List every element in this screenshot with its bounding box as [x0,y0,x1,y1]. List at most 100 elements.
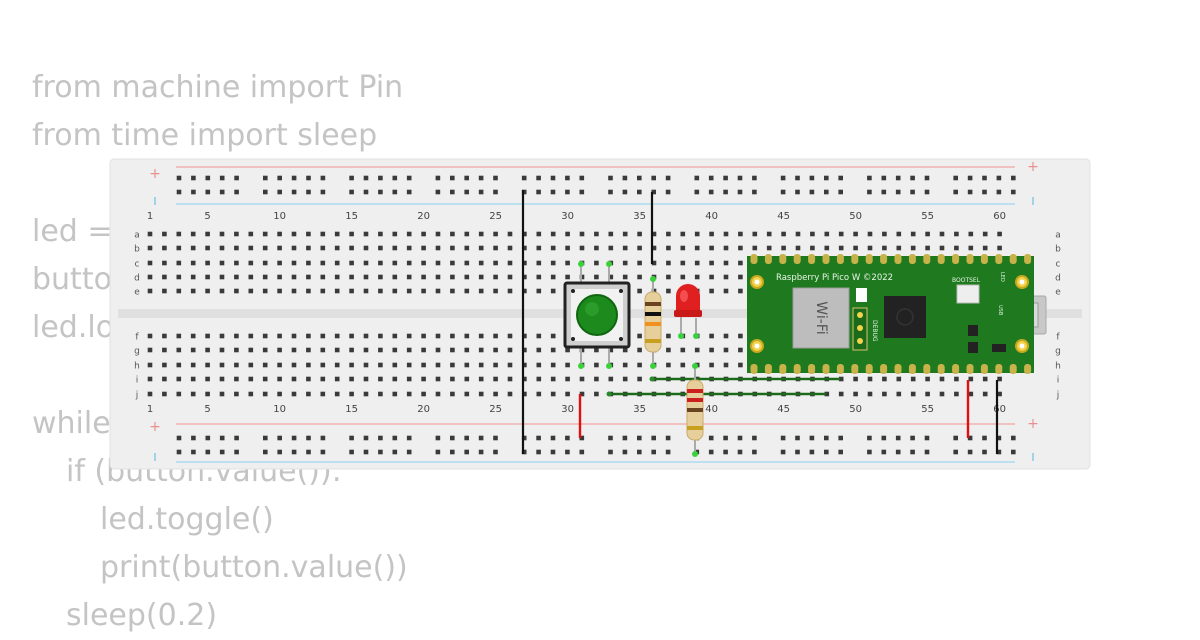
breadboard-hole[interactable] [622,260,628,266]
breadboard-hole[interactable] [205,333,210,339]
rail-hole[interactable] [263,175,268,181]
rail-hole[interactable] [464,435,469,441]
breadboard-hole[interactable] [450,260,455,266]
pico-pin[interactable] [750,254,758,264]
breadboard-hole[interactable] [536,362,542,368]
breadboard-hole[interactable] [234,260,239,266]
breadboard-hole[interactable] [147,231,153,237]
rail-hole[interactable] [176,449,182,455]
breadboard-hole[interactable] [910,376,916,382]
rail-hole[interactable] [665,435,671,441]
breadboard-hole[interactable] [723,245,729,251]
rail-hole[interactable] [205,175,211,181]
breadboard-hole[interactable] [176,362,182,368]
breadboard-hole[interactable] [925,245,930,251]
breadboard-hole[interactable] [550,347,556,353]
rail-hole[interactable] [867,449,872,455]
rail-hole[interactable] [392,189,398,195]
breadboard-hole[interactable] [363,260,369,266]
rail-hole[interactable] [967,435,973,441]
breadboard-hole[interactable] [882,376,887,382]
breadboard-hole[interactable] [925,231,930,237]
breadboard-hole[interactable] [507,245,513,251]
breadboard-hole[interactable] [536,288,542,294]
breadboard-hole[interactable] [234,362,239,368]
rail-hole[interactable] [622,435,628,441]
rail-hole[interactable] [953,189,958,195]
pico-pin[interactable] [937,254,945,264]
rail-hole[interactable] [378,189,383,195]
rail-hole[interactable] [320,189,326,195]
breadboard-hole[interactable] [507,333,513,339]
breadboard-hole[interactable] [176,347,182,353]
breadboard-hole[interactable] [378,391,383,397]
breadboard-hole[interactable] [896,391,902,397]
breadboard-hole[interactable] [450,347,455,353]
breadboard-hole[interactable] [565,274,570,280]
breadboard-hole[interactable] [982,245,988,251]
breadboard-hole[interactable] [738,362,743,368]
breadboard-hole[interactable] [421,333,426,339]
rail-hole[interactable] [651,435,656,441]
breadboard-hole[interactable] [478,333,484,339]
breadboard-hole[interactable] [637,288,642,294]
breadboard-hole[interactable] [752,231,758,237]
rail-hole[interactable] [694,175,700,181]
breadboard-hole[interactable] [349,362,354,368]
rail-hole[interactable] [996,449,1002,455]
breadboard-hole[interactable] [435,288,441,294]
breadboard-hole[interactable] [392,362,398,368]
pico-pin[interactable] [952,254,960,264]
rail-hole[interactable] [349,175,354,181]
breadboard-hole[interactable] [262,245,268,251]
rail-hole[interactable] [493,435,498,441]
breadboard-hole[interactable] [147,274,153,280]
breadboard-hole[interactable] [925,391,930,397]
bootsel-button[interactable] [956,284,980,304]
breadboard-hole[interactable] [680,245,686,251]
breadboard-hole[interactable] [579,376,585,382]
breadboard-hole[interactable] [363,333,369,339]
breadboard-hole[interactable] [637,274,642,280]
breadboard-hole[interactable] [277,260,282,266]
rail-hole[interactable] [219,175,225,181]
pico-pin[interactable] [822,254,830,264]
breadboard-hole[interactable] [306,391,311,397]
rail-hole[interactable] [191,175,196,181]
rail-hole[interactable] [363,189,369,195]
pico-pin[interactable] [966,364,974,374]
breadboard-hole[interactable] [205,362,210,368]
rail-hole[interactable] [809,175,815,181]
breadboard-hole[interactable] [723,333,729,339]
breadboard-hole[interactable] [162,274,167,280]
rail-hole[interactable] [780,449,786,455]
breadboard-hole[interactable] [378,288,383,294]
breadboard-hole[interactable] [709,260,714,266]
rail-hole[interactable] [924,435,930,441]
breadboard-hole[interactable] [795,231,801,237]
rail-hole[interactable] [450,189,455,195]
breadboard-hole[interactable] [637,376,642,382]
pico-pin[interactable] [880,254,888,264]
rail-hole[interactable] [895,435,901,441]
rail-hole[interactable] [435,175,441,181]
rail-hole[interactable] [824,175,829,181]
breadboard-hole[interactable] [147,362,153,368]
rail-hole[interactable] [910,449,915,455]
breadboard-hole[interactable] [723,288,729,294]
breadboard-hole[interactable] [536,376,542,382]
breadboard-hole[interactable] [838,245,844,251]
breadboard-hole[interactable] [334,245,340,251]
breadboard-hole[interactable] [565,245,570,251]
breadboard-hole[interactable] [349,274,354,280]
breadboard-hole[interactable] [334,260,340,266]
rail-hole[interactable] [982,435,987,441]
breadboard-hole[interactable] [277,391,282,397]
breadboard-hole[interactable] [738,231,743,237]
rail-hole[interactable] [737,435,743,441]
rail-hole[interactable] [176,189,182,195]
breadboard-hole[interactable] [320,376,326,382]
breadboard-hole[interactable] [622,347,628,353]
breadboard-hole[interactable] [176,376,182,382]
breadboard-hole[interactable] [378,231,383,237]
